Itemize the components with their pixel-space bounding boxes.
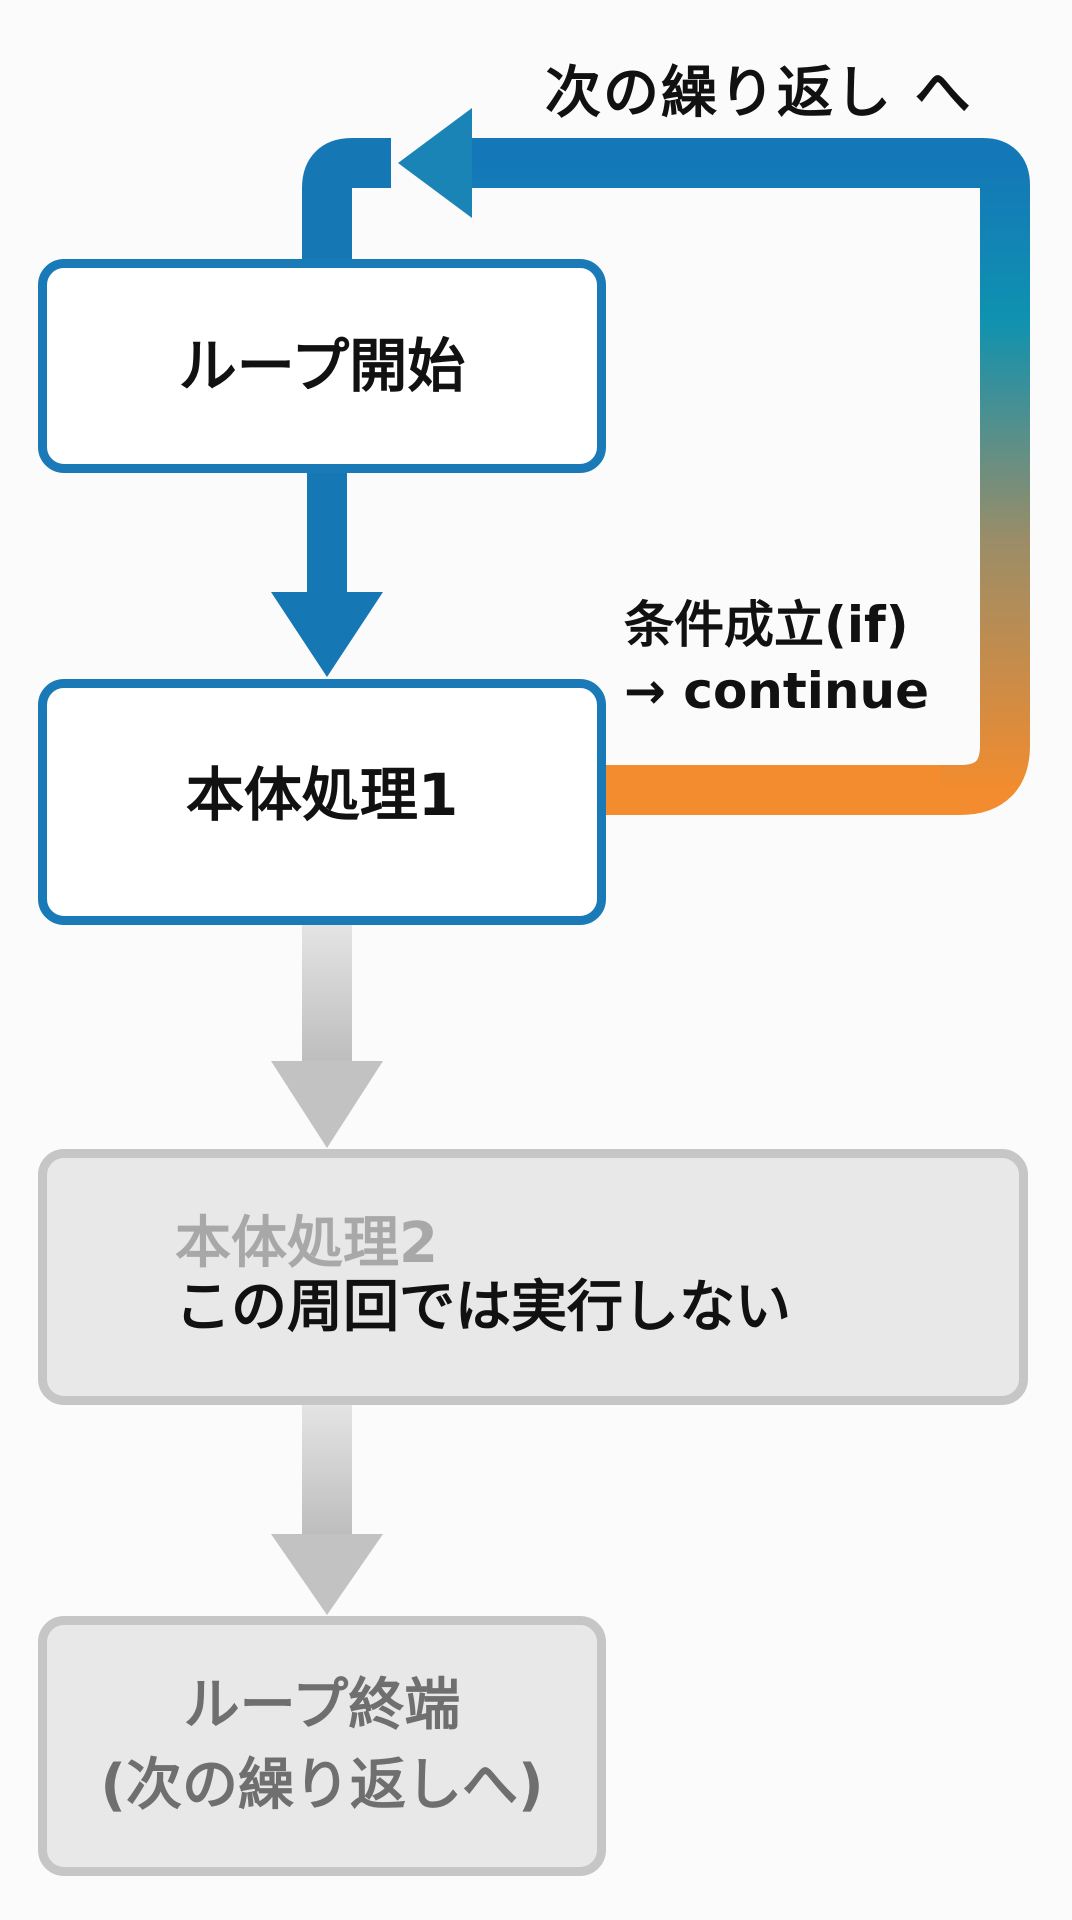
body-1-node[interactable]: 本体処理1 [38,679,606,925]
body-2-node[interactable]: 本体処理2 この周回では実行しない [38,1149,1028,1405]
arrow-body2-to-end-shaft [302,1404,352,1536]
loop-back-arrowhead [398,108,472,218]
body-1-title: 本体処理1 [185,761,459,829]
loop-end-node[interactable]: ループ終端 (次の繰り返しへ) [38,1616,606,1876]
condition-line-1: 条件成立(if) [624,596,909,654]
loop-back-label: 次の繰り返し へ [545,61,973,126]
arrow-body1-to-body2-head [271,1061,383,1148]
loop-end-subtitle: (次の繰り返しへ) [100,1753,544,1818]
loop-start-title: ループ開始 [178,332,466,400]
loop-start-node[interactable]: ループ開始 [38,259,606,473]
continue-condition-label: 条件成立(if) → continue [624,592,929,724]
arrow-start-to-body1-shaft [307,470,347,595]
body-2-title: 本体処理2 [175,1211,438,1276]
body-2-skip-note: この周回では実行しない [175,1275,791,1340]
arrow-start-to-body1-head [271,592,383,677]
loop-end-title: ループ終端 [183,1673,461,1738]
condition-line-2: → continue [624,662,930,720]
arrow-body1-to-body2-shaft [302,925,352,1063]
arrow-body2-to-end-head [271,1534,383,1615]
continue-loop-path [470,138,1030,815]
loop-entry-elbow [302,138,391,262]
